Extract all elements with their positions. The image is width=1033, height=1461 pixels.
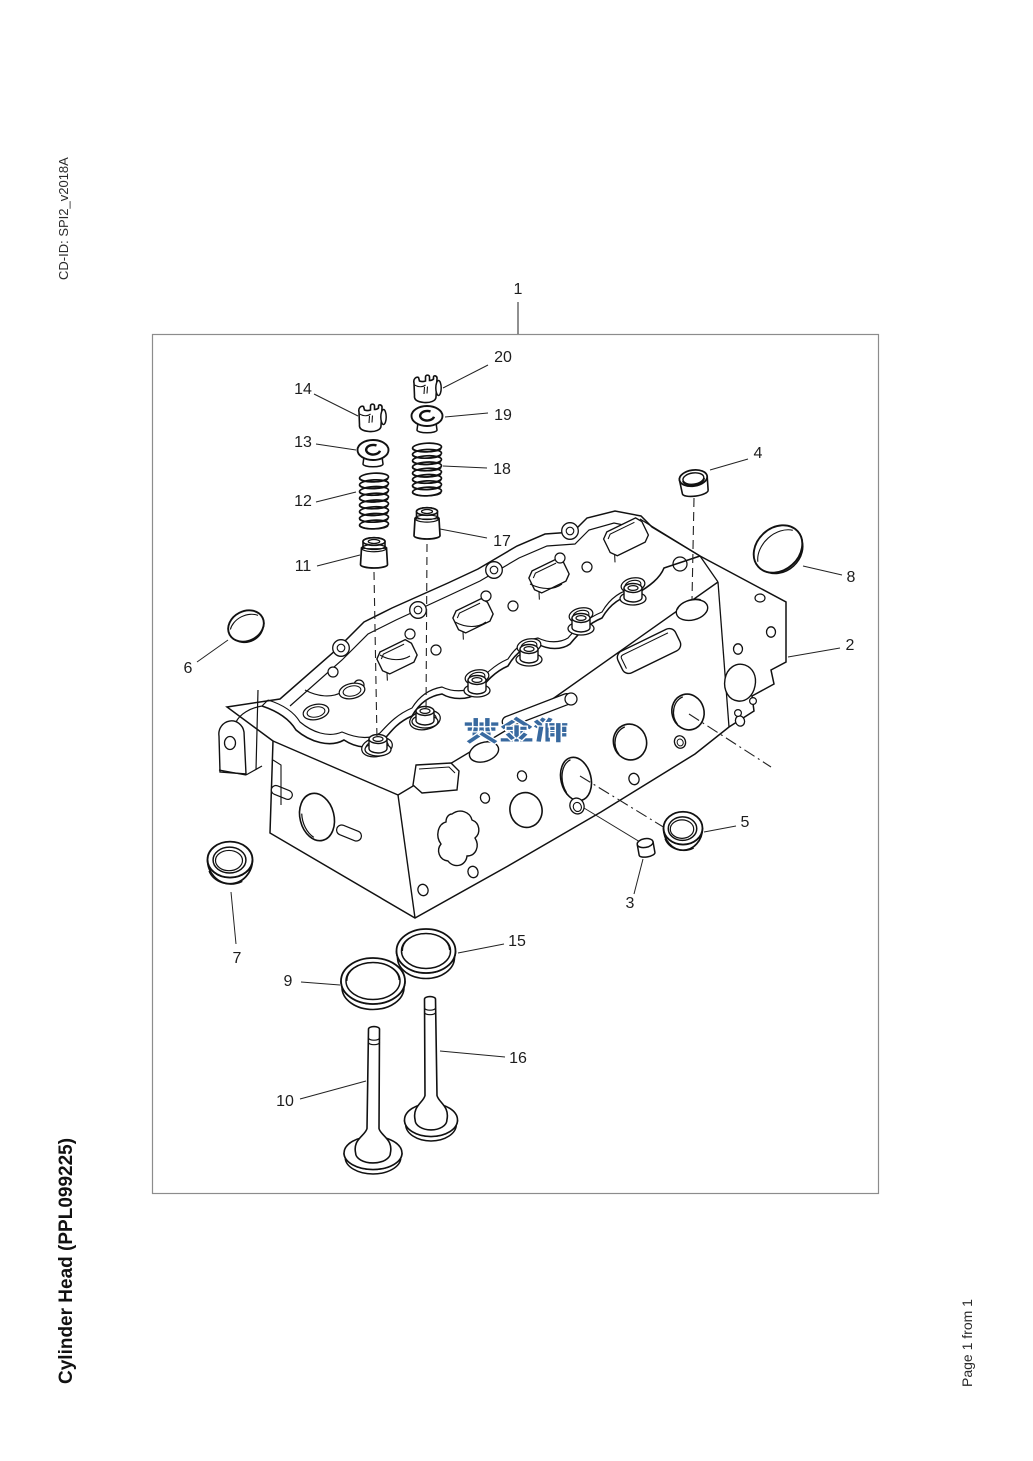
svg-text:15: 15 <box>508 933 526 950</box>
svg-text:5: 5 <box>741 814 750 831</box>
svg-text:7: 7 <box>233 950 242 967</box>
svg-text:12: 12 <box>294 493 312 510</box>
svg-text:18: 18 <box>493 461 511 478</box>
svg-text:13: 13 <box>294 434 312 451</box>
svg-text:11: 11 <box>295 558 312 575</box>
svg-text:17: 17 <box>493 533 511 550</box>
svg-text:1: 1 <box>514 281 523 298</box>
svg-text:2: 2 <box>846 637 855 654</box>
svg-text:9: 9 <box>284 973 293 990</box>
svg-text:14: 14 <box>294 381 312 398</box>
svg-text:20: 20 <box>494 349 512 366</box>
svg-text:10: 10 <box>276 1093 294 1110</box>
svg-text:6: 6 <box>184 660 193 677</box>
svg-text:8: 8 <box>847 569 856 586</box>
svg-text:3: 3 <box>626 895 635 912</box>
svg-text:16: 16 <box>509 1050 527 1067</box>
svg-text:4: 4 <box>754 445 763 462</box>
svg-text:19: 19 <box>494 407 512 424</box>
